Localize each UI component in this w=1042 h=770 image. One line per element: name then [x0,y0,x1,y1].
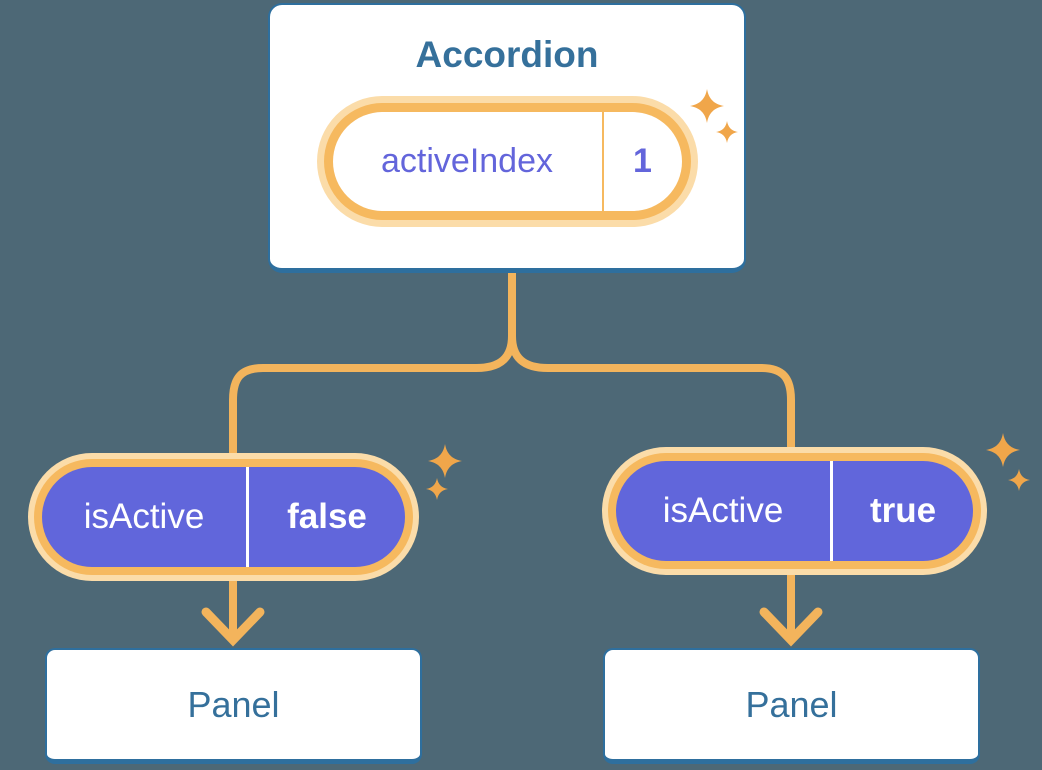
left-branch-line [229,332,516,635]
pill-divider [601,112,604,211]
left-prop-pill-core: isActive false [42,467,405,567]
component-title: Panel [745,683,838,725]
left-prop-pill: isActive false [28,453,419,581]
pill-divider [246,467,249,567]
left-arrowhead-icon [201,607,265,647]
right-panel-component-card: Panel [603,648,980,764]
right-prop-pill-ring: isActive true [608,453,981,569]
prop-value: true [869,491,937,530]
state-pill-core: activeIndex 1 [332,112,682,211]
sparkle-icon [986,433,1020,467]
left-prop-pill-ring: isActive false [34,459,413,575]
accordion-component-card: Accordion activeIndex 1 [268,3,746,273]
prop-name: isActive [662,491,784,530]
state-name: activeIndex [381,142,553,180]
component-title: Panel [187,683,280,725]
sparkle-icon [426,478,448,500]
right-prop-pill: isActive true [602,447,987,575]
state-pill-ring: activeIndex 1 [323,103,691,220]
pill-divider [830,461,833,561]
state-pill: activeIndex 1 [316,96,698,227]
sparkle-icon [1008,469,1030,491]
prop-value: false [287,497,367,536]
left-panel-component-card: Panel [45,648,422,764]
prop-name: isActive [83,497,205,536]
sparkle-icon [716,121,738,143]
right-branch-line [508,332,795,635]
right-prop-pill-core: isActive true [616,461,973,561]
state-value: 1 [633,142,652,180]
sparkle-icon [428,444,462,478]
component-title: Accordion [415,34,599,75]
sparkle-icon [690,89,724,123]
right-arrowhead-icon [759,607,823,647]
